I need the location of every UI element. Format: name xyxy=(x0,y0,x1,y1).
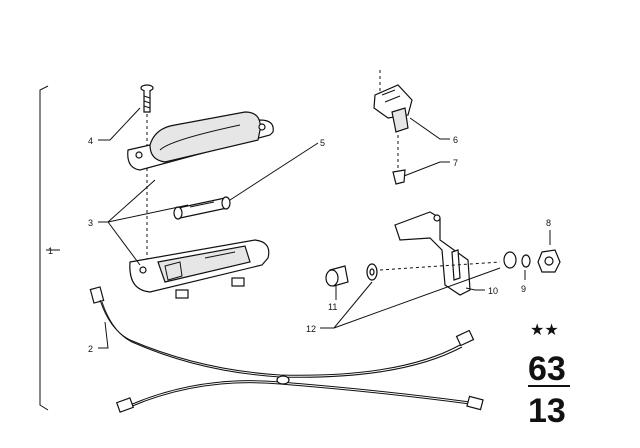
callout-8: 8 xyxy=(546,218,551,228)
callout-12: 12 xyxy=(306,324,316,334)
mounting-bracket xyxy=(394,211,471,296)
callout-2: 2 xyxy=(88,344,93,354)
callout-6: 6 xyxy=(453,135,458,145)
leader-lines xyxy=(46,107,551,349)
bulb xyxy=(173,196,231,220)
callout-9: 9 xyxy=(521,284,526,294)
callout-10: 10 xyxy=(488,286,498,296)
group-stars: ★★ xyxy=(530,320,559,339)
sub-group-number: 13 xyxy=(528,392,566,430)
lens-cover xyxy=(127,111,274,171)
socket xyxy=(373,70,413,185)
lamp-housing xyxy=(129,239,270,299)
main-group-number: 63 xyxy=(528,350,566,388)
cable-harness xyxy=(89,286,484,413)
callout-5: 5 xyxy=(320,138,325,148)
callout-7: 7 xyxy=(453,158,458,168)
callout-11: 11 xyxy=(328,302,337,312)
assembly-bracket xyxy=(39,85,49,411)
screw-top xyxy=(140,84,154,280)
callout-3: 3 xyxy=(88,218,93,228)
callout-1: 1 xyxy=(48,246,53,256)
group-code: ★★ 63 13 xyxy=(528,320,570,430)
fasteners xyxy=(325,249,561,287)
callout-4: 4 xyxy=(88,136,93,146)
